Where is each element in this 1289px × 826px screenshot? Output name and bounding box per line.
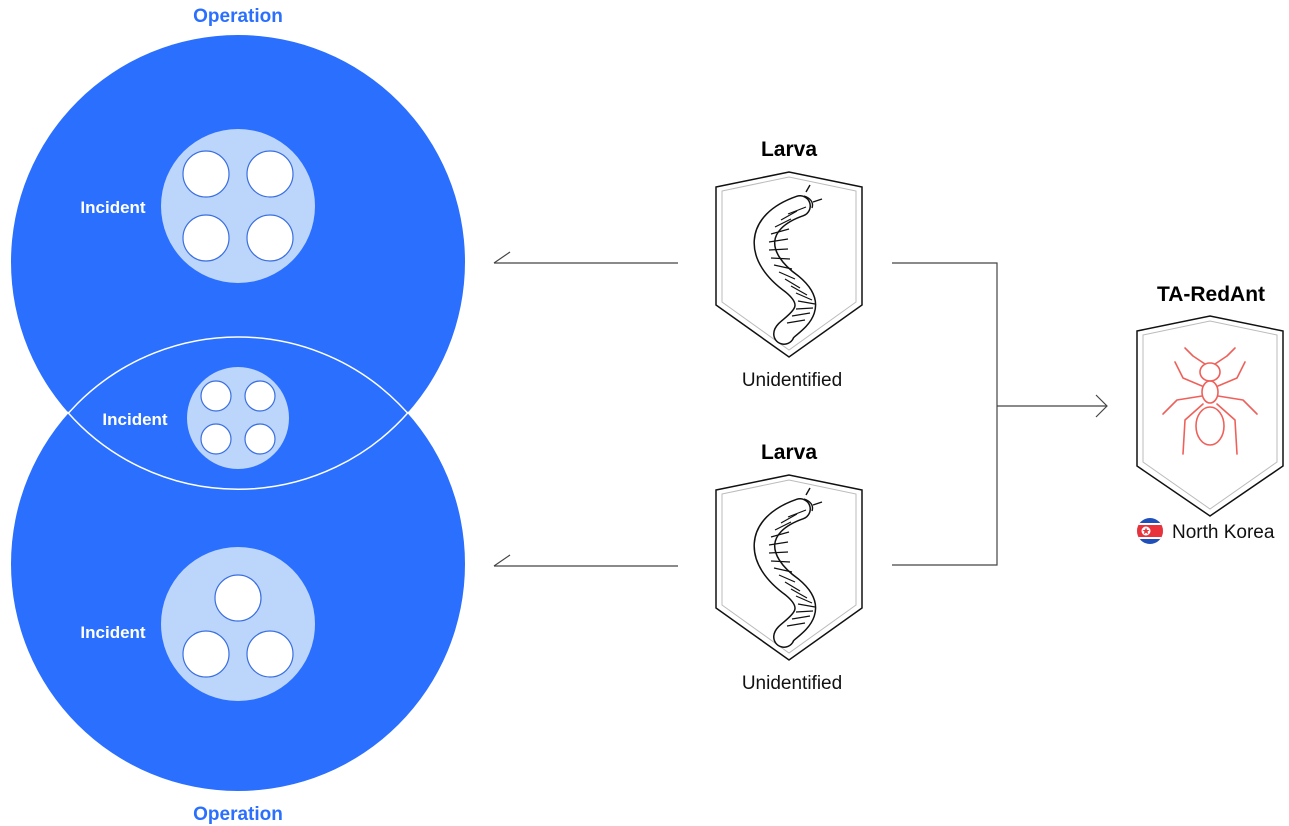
event-node	[182, 214, 230, 262]
event-node	[244, 423, 276, 455]
event-node	[182, 630, 230, 678]
ant-icon	[1162, 347, 1258, 455]
actor-badge	[1136, 315, 1284, 517]
shield-inner	[721, 176, 857, 351]
north-korea-flag-icon	[1137, 518, 1163, 544]
event-node	[246, 630, 294, 678]
overlap-boundary-bottom	[11, 336, 465, 489]
actor-name: TA-RedAnt	[1157, 283, 1265, 306]
event-node	[214, 574, 262, 622]
shield-outline	[715, 171, 863, 358]
event-node	[200, 423, 232, 455]
incident-top	[161, 129, 315, 283]
shield-outline	[1136, 315, 1284, 517]
event-node	[246, 150, 294, 198]
larva-badge-2	[715, 474, 863, 661]
larva-title-1: Larva	[761, 138, 817, 161]
shield-inner	[721, 479, 857, 654]
shield-inner	[1142, 320, 1278, 510]
arrow-larva1-to-operation	[493, 251, 678, 264]
incident-circle	[161, 129, 315, 283]
event-node	[244, 380, 276, 412]
connector-larvae-to-actor	[892, 262, 1108, 566]
larva-status-1: Unidentified	[742, 370, 842, 391]
shield-outline	[715, 474, 863, 661]
overlap-boundary-top	[66, 411, 410, 490]
larva-status-2: Unidentified	[742, 673, 842, 694]
incident-label-bottom: Incident	[80, 623, 146, 642]
event-node	[246, 214, 294, 262]
larva-title-2: Larva	[761, 441, 817, 464]
event-node	[200, 380, 232, 412]
arrow-larva2-to-operation	[493, 554, 678, 567]
incident-circle	[187, 367, 289, 469]
incident-circle	[161, 547, 315, 701]
incident-middle	[187, 367, 289, 469]
actor-country: North Korea	[1172, 522, 1275, 543]
event-node	[182, 150, 230, 198]
incident-label-top: Incident	[80, 198, 146, 217]
operation-label-top: Operation	[193, 6, 283, 27]
incident-bottom	[161, 547, 315, 701]
operation-label-bottom: Operation	[193, 804, 283, 825]
larva-badge-1	[715, 171, 863, 358]
incident-label-middle: Incident	[102, 410, 168, 429]
